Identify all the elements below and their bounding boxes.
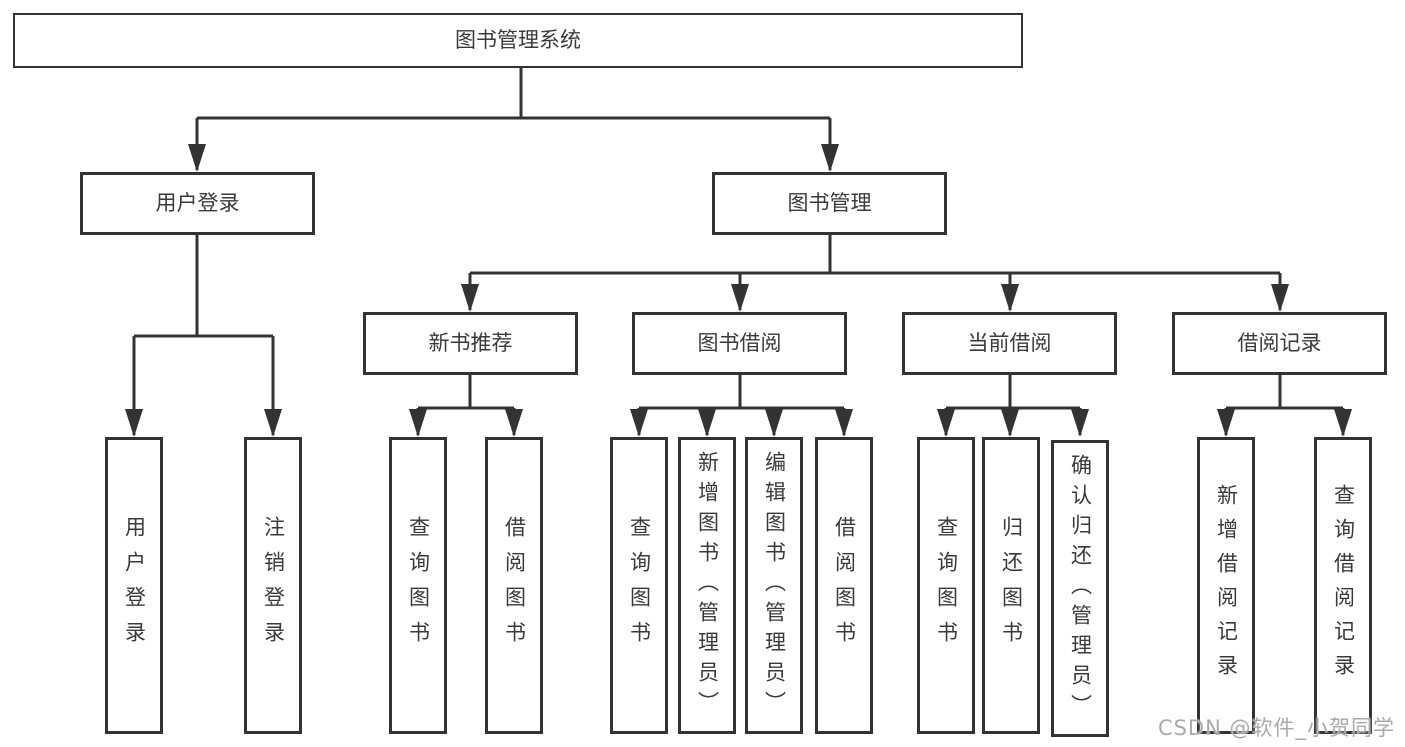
leaf-confirm-return-admin: 确认归还（管理员） — [1051, 440, 1109, 737]
leaf-borrow-book: 借阅图书 — [815, 437, 873, 734]
node-borrow-records: 借阅记录 — [1172, 312, 1387, 375]
node-current-borrow: 当前借阅 — [902, 312, 1117, 375]
leaf-logout: 注销登录 — [244, 437, 302, 734]
node-new-book-recommend: 新书推荐 — [363, 312, 578, 375]
leaf-current-query-book: 查询图书 — [917, 437, 975, 734]
tree-edges — [132, 68, 1345, 435]
leaf-recommend-query-book: 查询图书 — [389, 437, 447, 734]
leaf-add-borrow-record: 新增借阅记录 — [1197, 437, 1255, 734]
leaf-user-login: 用户登录 — [105, 437, 163, 734]
leaf-return-book: 归还图书 — [982, 437, 1040, 734]
node-book-borrow: 图书借阅 — [632, 312, 847, 375]
node-system-root: 图书管理系统 — [13, 13, 1023, 68]
leaf-query-borrow-record: 查询借阅记录 — [1314, 437, 1372, 734]
csdn-watermark: CSDN @软件_小贺同学 — [1157, 716, 1395, 740]
leaf-borrow-query-book: 查询图书 — [610, 437, 668, 734]
arrowheads — [125, 144, 1352, 437]
node-user-login-module: 用户登录 — [80, 172, 315, 235]
leaf-edit-book-admin: 编辑图书（管理员） — [745, 437, 803, 734]
node-book-management-module: 图书管理 — [712, 172, 947, 235]
leaf-recommend-borrow-book: 借阅图书 — [485, 437, 543, 734]
leaf-add-book-admin: 新增图书（管理员） — [678, 437, 736, 734]
